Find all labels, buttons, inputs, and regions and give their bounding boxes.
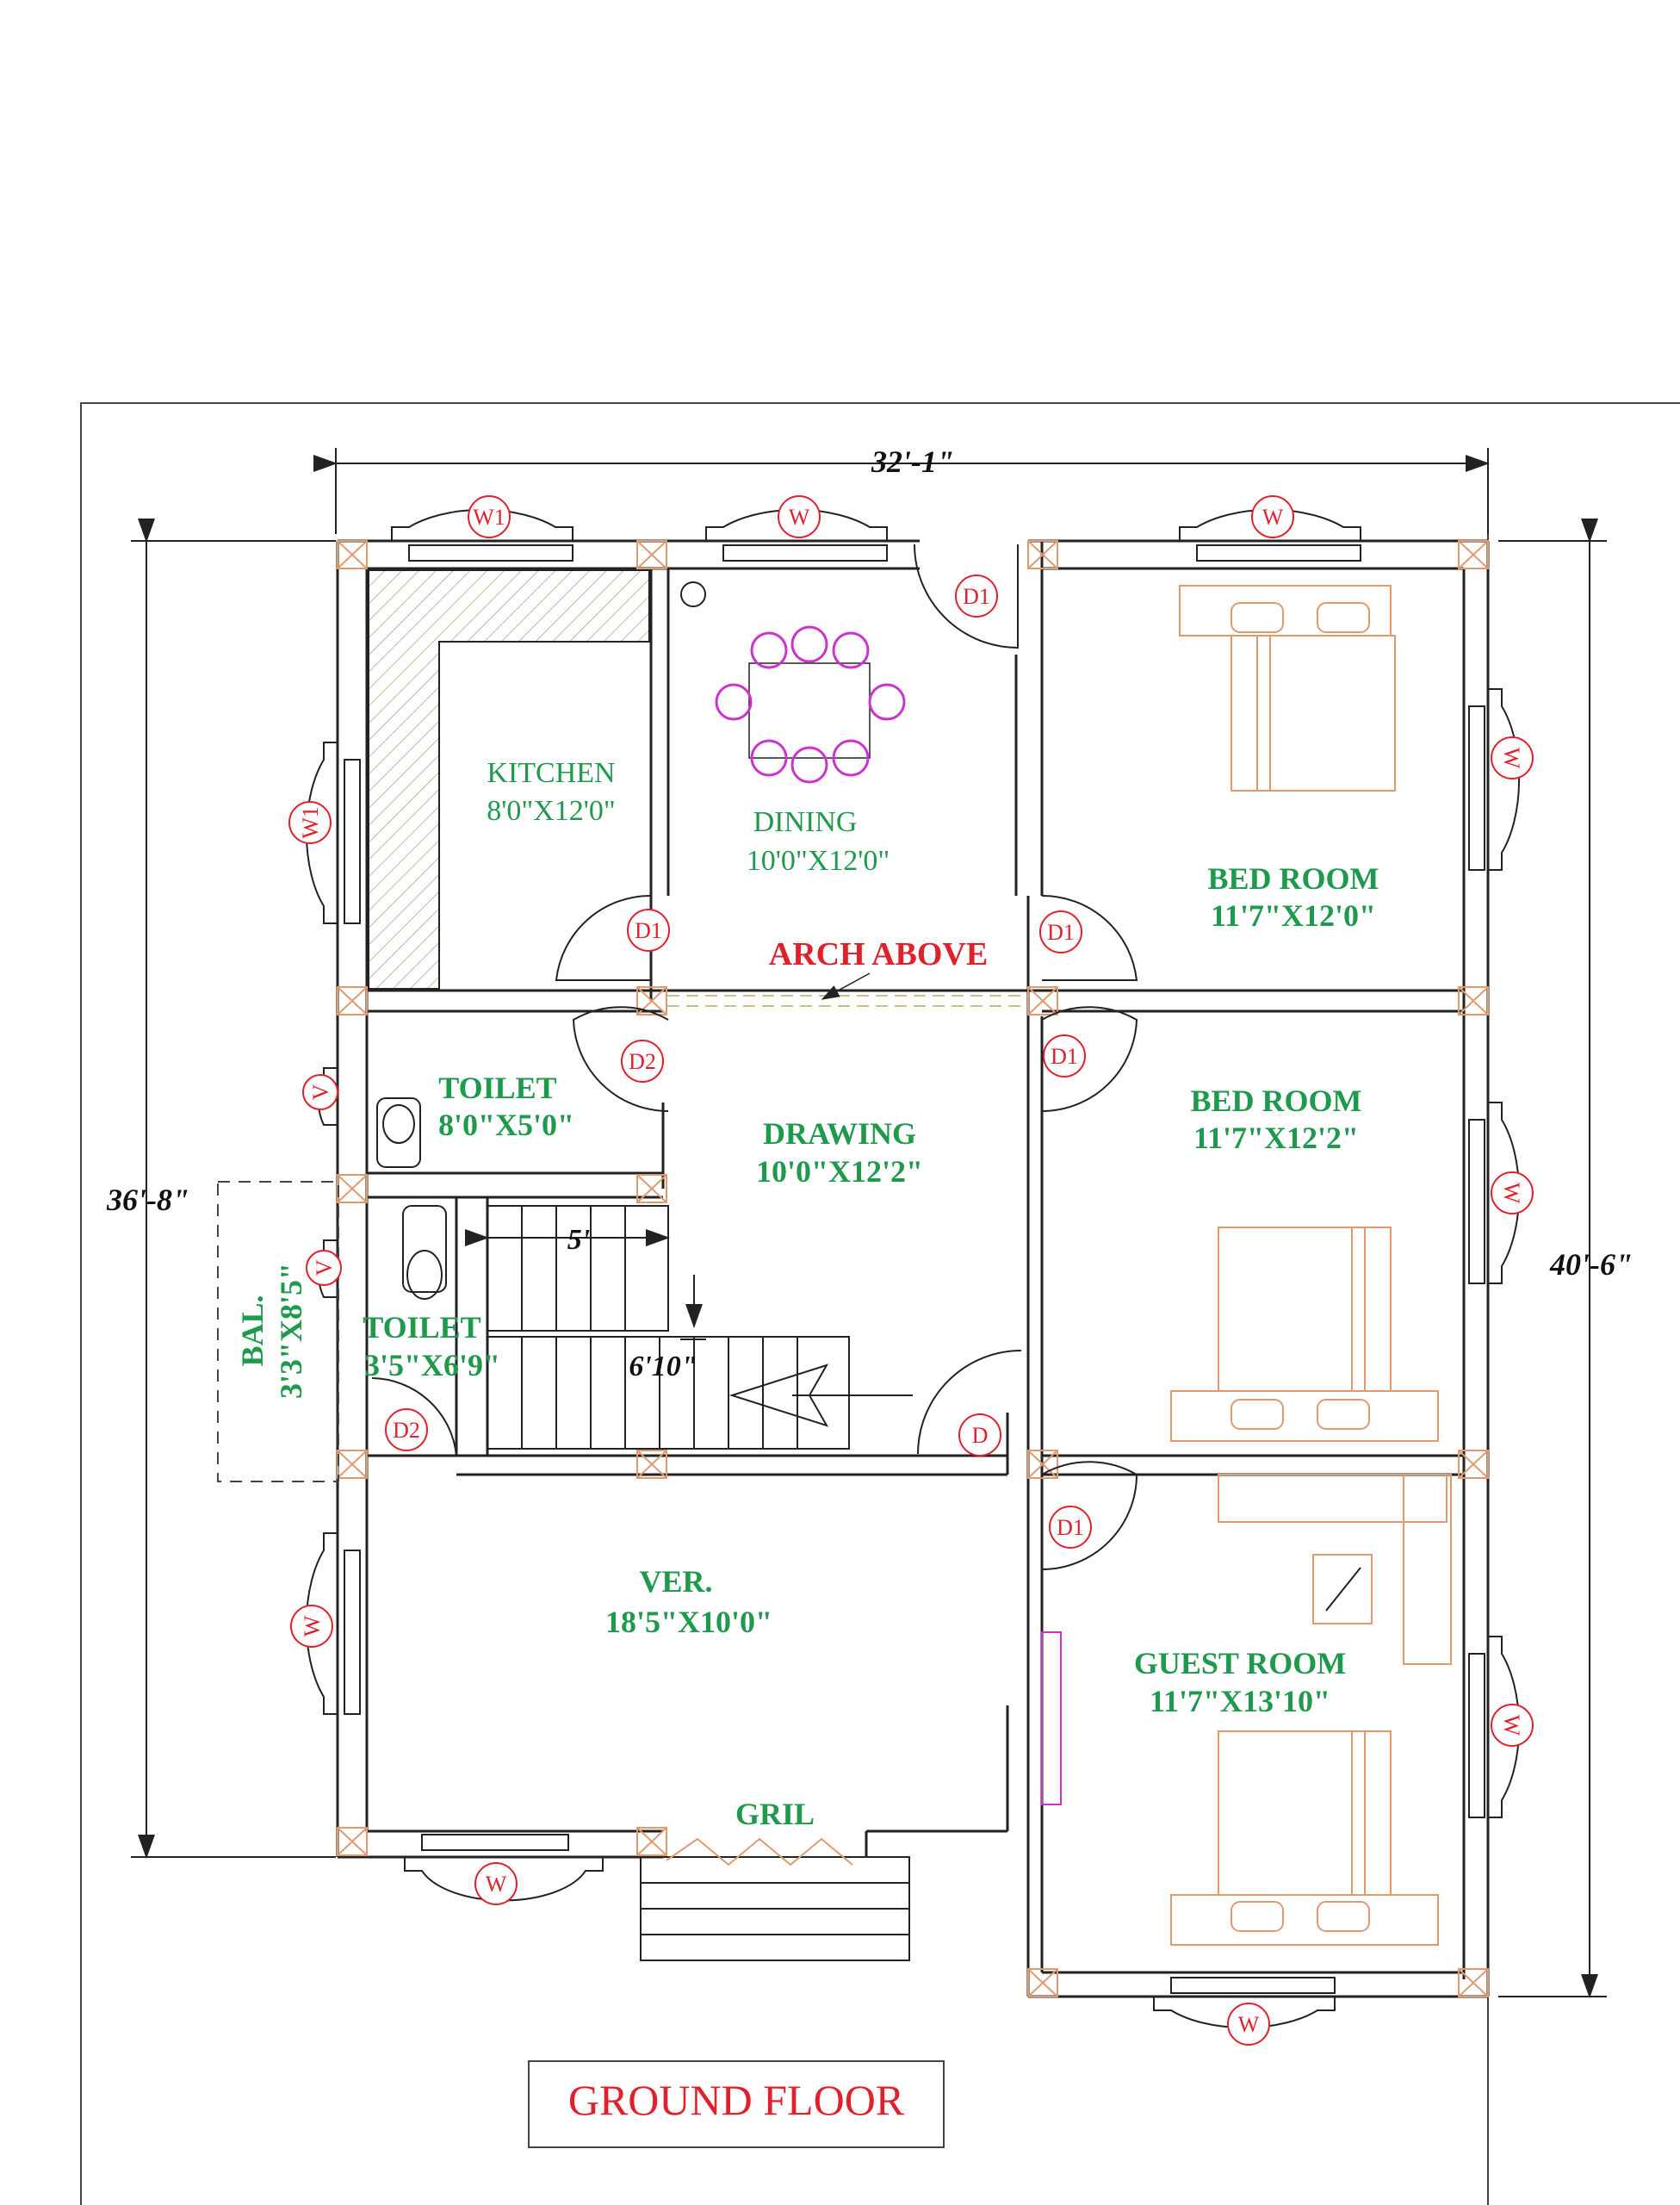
tag-w-right-1: W xyxy=(1491,736,1534,780)
tag-d-drawing: D xyxy=(958,1413,1001,1457)
tag-v-toilet2: V xyxy=(306,1250,342,1286)
guest-room-wardrobe xyxy=(1218,1474,1452,1665)
verandah-name: VER. xyxy=(639,1564,712,1599)
drawing-size: 10'0"X12'2" xyxy=(756,1154,923,1189)
dimension-right xyxy=(1498,519,1607,1998)
kitchen-counter xyxy=(368,569,650,990)
svg-text:W: W xyxy=(1262,505,1284,530)
dimension-top xyxy=(313,448,1490,534)
dimension-left xyxy=(131,519,336,1859)
svg-text:D2: D2 xyxy=(393,1418,420,1443)
toilet-2-name: TOILET xyxy=(363,1310,480,1345)
stair-run-label: 6'10" xyxy=(629,1351,697,1382)
tag-v-toilet1: V xyxy=(302,1074,338,1110)
svg-text:D2: D2 xyxy=(629,1049,656,1074)
tag-w-right-3: W xyxy=(1491,1704,1534,1747)
tag-d1-bedroom1: D1 xyxy=(1039,910,1082,953)
guest-room-bed xyxy=(1170,1730,1439,1946)
tag-w1-left: W1 xyxy=(288,801,332,844)
svg-text:W: W xyxy=(1499,748,1524,769)
toilet-1-name: TOILET xyxy=(438,1071,556,1105)
sheet-frame xyxy=(80,402,1680,2205)
dining-table xyxy=(715,625,906,784)
tag-w-top-dining: W xyxy=(778,495,821,538)
tag-d2-toilet: D2 xyxy=(621,1040,664,1083)
dining-size: 10'0"X12'0" xyxy=(747,845,890,877)
dim-right-label: 40'-6" xyxy=(1549,1247,1633,1282)
bedroom-1-size: 11'7"X12'0" xyxy=(1211,898,1376,933)
balcony-size: 3'3"X8'5" xyxy=(274,1263,308,1399)
staircase xyxy=(465,1205,913,1450)
svg-text:V: V xyxy=(312,1259,337,1276)
dim-left-label: 36'-8" xyxy=(106,1183,189,1217)
drawing-name: DRAWING xyxy=(763,1116,916,1151)
bedroom-2-size: 11'7"X12'2" xyxy=(1193,1121,1359,1155)
svg-text:D: D xyxy=(972,1423,989,1448)
tag-d1-kitchen: D1 xyxy=(627,909,670,952)
tag-w-right-2: W xyxy=(1491,1171,1534,1214)
svg-text:W: W xyxy=(486,1872,507,1897)
title-box xyxy=(528,2060,945,2148)
bed-room-2-bed xyxy=(1170,1227,1439,1442)
toilet-fixtures xyxy=(376,1097,447,1300)
svg-text:W: W xyxy=(300,1615,325,1637)
kitchen-sink xyxy=(680,581,706,607)
svg-text:D1: D1 xyxy=(1057,1515,1084,1540)
gril-label: GRIL xyxy=(735,1797,815,1831)
dim-top-label: 32'-1" xyxy=(871,444,954,479)
balcony-outline xyxy=(217,1181,339,1482)
arch-above-line xyxy=(667,995,1029,1007)
tv-unit xyxy=(1041,1631,1062,1805)
svg-text:W: W xyxy=(789,505,810,530)
arch-pointer xyxy=(821,972,871,1000)
tag-d1-guest: D1 xyxy=(1049,1506,1092,1549)
tag-d2-toilet2: D2 xyxy=(385,1408,428,1451)
svg-text:V: V xyxy=(308,1084,333,1100)
svg-text:W: W xyxy=(1499,1715,1524,1736)
tag-w-bottom-ver: W xyxy=(474,1862,518,1905)
columns xyxy=(337,540,1489,1997)
toilet-2-size: 3'5"X6'9" xyxy=(364,1348,500,1382)
tag-w-top-bedroom: W xyxy=(1251,495,1294,538)
svg-text:W: W xyxy=(1238,2012,1260,2037)
arch-above-label: ARCH ABOVE xyxy=(769,936,988,972)
kitchen-size: 8'0"X12'0" xyxy=(487,795,616,827)
svg-text:D1: D1 xyxy=(1051,1044,1078,1069)
svg-text:W: W xyxy=(1499,1183,1524,1204)
svg-text:W1: W1 xyxy=(473,505,505,530)
bedroom-1-name: BED ROOM xyxy=(1207,861,1379,896)
verandah-size: 18'5"X10'0" xyxy=(605,1605,772,1639)
tag-w-bottom-guest: W xyxy=(1227,2003,1270,2046)
svg-text:D1: D1 xyxy=(635,918,662,943)
svg-text:D1: D1 xyxy=(1047,920,1075,945)
door-swings xyxy=(371,543,1138,1570)
dining-name: DINING xyxy=(753,806,858,838)
entrance-steps xyxy=(640,1837,910,1961)
kitchen-name: KITCHEN xyxy=(487,757,615,789)
toilet-1-size: 8'0"X5'0" xyxy=(438,1108,574,1142)
tag-w-left-ver: W xyxy=(290,1605,333,1648)
stair-width-label: 5' xyxy=(567,1224,590,1256)
guest-room-size: 11'7"X13'10" xyxy=(1150,1684,1330,1718)
svg-text:W1: W1 xyxy=(298,806,323,839)
tag-d1-bedroom2: D1 xyxy=(1043,1034,1086,1078)
guest-room-name: GUEST ROOM xyxy=(1134,1646,1346,1680)
tag-d1-dining: D1 xyxy=(955,575,998,618)
drawing-title: GROUND FLOOR xyxy=(568,2076,905,2124)
tag-w1-top: W1 xyxy=(468,495,511,538)
balcony-name: BAL. xyxy=(235,1295,270,1366)
svg-text:D1: D1 xyxy=(963,584,990,609)
bedroom-2-name: BED ROOM xyxy=(1190,1084,1361,1118)
bed-room-1-bed xyxy=(1179,585,1396,792)
